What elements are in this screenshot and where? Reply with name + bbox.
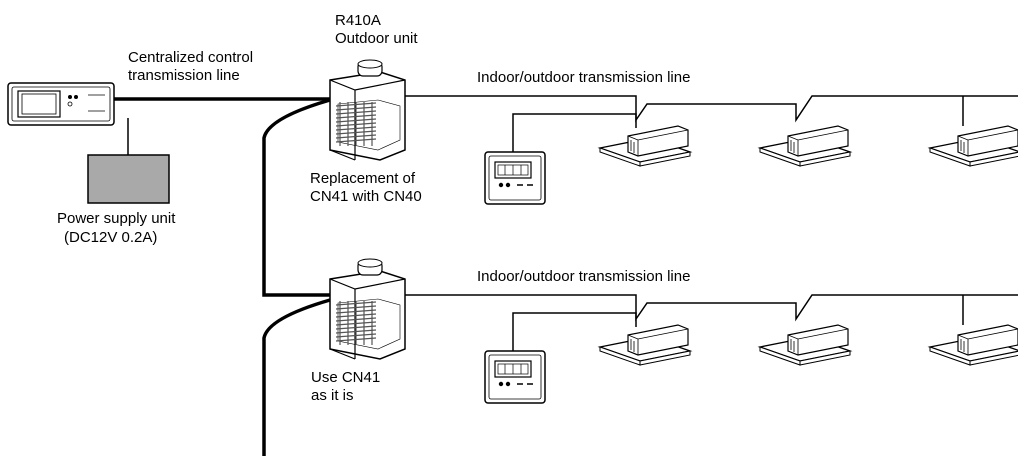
indoor-unit-icon-4 bbox=[597, 324, 693, 366]
indoor-unit-icon-6 bbox=[927, 324, 1018, 366]
wiring bbox=[114, 95, 1018, 456]
remote-controller-icon-1 bbox=[484, 151, 546, 205]
power-supply-label-line-2: (DC12V 0.2A) bbox=[64, 229, 158, 246]
remote-line-2 bbox=[512, 312, 637, 364]
indoor-unit-icon-5 bbox=[757, 324, 853, 366]
indoor-unit-icon-3 bbox=[927, 125, 1018, 167]
central-controller-icon bbox=[7, 82, 115, 126]
indoor-unit-icon-2 bbox=[757, 125, 853, 167]
transmission-line-label-2: Indoor/outdoor transmission line bbox=[477, 268, 691, 285]
indoor-outdoor-line-1 bbox=[403, 95, 1018, 123]
outdoor-unit-icon-2 bbox=[329, 258, 406, 360]
outdoor-unit-1-note-line-1: Replacement of bbox=[310, 170, 416, 187]
outdoor-unit-icon-1 bbox=[329, 59, 406, 161]
power-supply-unit-icon bbox=[87, 154, 170, 204]
outdoor-unit-1-note-line-2: CN41 with CN40 bbox=[310, 188, 422, 205]
trunk-line-continuation bbox=[262, 298, 331, 456]
remote-line-1 bbox=[512, 113, 637, 165]
transmission-line-label-1: Indoor/outdoor transmission line bbox=[477, 69, 691, 86]
trunk-line bbox=[262, 98, 331, 297]
indoor-outdoor-line-2 bbox=[403, 294, 1018, 322]
centralized-line-label-1: Centralized control bbox=[128, 49, 254, 66]
outdoor-unit-header-line-2: Outdoor unit bbox=[335, 30, 418, 47]
remote-controller-icon-2 bbox=[484, 350, 546, 404]
outdoor-unit-2-note-line-1: Use CN41 bbox=[311, 369, 381, 386]
outdoor-unit-2-note-line-2: as it is bbox=[311, 387, 354, 404]
power-supply-label-line-1: Power supply unit bbox=[57, 210, 176, 227]
centralized-line-label-2: transmission line bbox=[128, 67, 240, 84]
indoor-unit-icon-1 bbox=[597, 125, 693, 167]
outdoor-unit-header-line-1: R410A bbox=[335, 12, 381, 29]
